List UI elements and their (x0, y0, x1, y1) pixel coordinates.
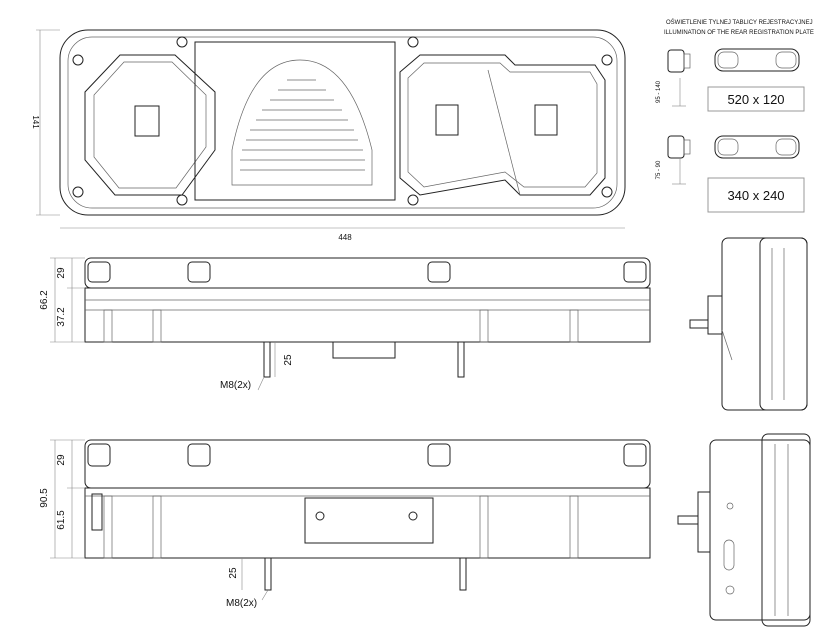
side1-bolt-length: 25 (283, 354, 294, 366)
side2-lower-height: 61.5 (56, 510, 67, 530)
height-dimension-label: 141 (31, 115, 40, 129)
side2-bolt-length: 25 (228, 567, 239, 579)
width-dimension-label: 448 (338, 233, 352, 242)
plate-a-size: 520 x 120 (727, 92, 784, 107)
lamp-side-view-2 (84, 439, 651, 591)
side1-upper-height: 29 (56, 267, 67, 279)
plate-title-pl: OŚWIETLENIE TYLNEJ TABLICY REJESTRACYJNE… (666, 18, 813, 26)
plate-illumination-panel: OŚWIETLENIE TYLNEJ TABLICY REJESTRACYJNE… (656, 18, 814, 213)
lamp-front-view (59, 29, 626, 216)
plate-a-range: 95 - 140 (656, 80, 662, 103)
side1-lower-height: 37.2 (56, 307, 67, 327)
side2-total-height: 90.5 (39, 488, 50, 508)
side-view-2-dimensions: 90.5 29 61.5 25 M8(2x) (39, 439, 269, 609)
plate-a-size-box (707, 86, 805, 112)
side2-upper-height: 29 (56, 454, 67, 466)
side-view-1-dimensions: 66.2 29 37.2 25 M8(2x) (39, 257, 294, 391)
plate-title-en: ILLUMINATION OF THE REAR REGISTRATION PL… (664, 30, 814, 36)
end-view-2 (677, 433, 811, 627)
plate-b-size-box (707, 177, 805, 213)
side1-total-height: 66.2 (39, 290, 50, 310)
side1-bolt-label: M8(2x) (220, 380, 251, 391)
plate-option-b: 75 - 90 340 x 240 (656, 135, 805, 213)
plate-b-range: 75 - 90 (656, 160, 662, 179)
lamp-side-view-1 (84, 257, 651, 378)
front-view-dimensions: 141 448 (31, 29, 625, 242)
end-view-1 (689, 237, 808, 411)
side2-bolt-label: M8(2x) (226, 598, 257, 609)
plate-b-size: 340 x 240 (727, 188, 784, 203)
plate-option-a: 95 - 140 520 x 120 (656, 48, 805, 112)
